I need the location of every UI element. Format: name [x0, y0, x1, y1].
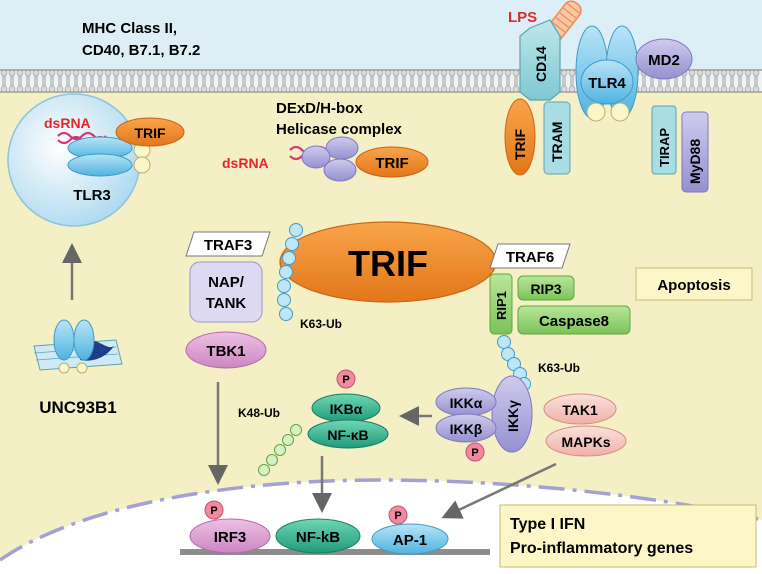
md2-protein	[635, 38, 693, 80]
k48-label: K48-Ub	[238, 406, 280, 420]
tak1-protein	[543, 393, 617, 425]
phospho-ikkb	[465, 442, 485, 462]
trif-central-label: TRIF	[348, 243, 428, 284]
gene-output-line1: Type I IFN	[510, 516, 585, 533]
traf3-label: TRAF3	[204, 237, 252, 254]
trif-helicase	[355, 146, 429, 178]
phospho-ap1	[388, 505, 408, 525]
tlr4-protein	[580, 59, 634, 105]
ikkb-label: IKKβ	[450, 421, 483, 437]
nfkb-cyto-protein	[307, 419, 389, 449]
gene-output-line2: Pro-inflammatory genes	[510, 540, 693, 557]
rip1-label: RIP1	[494, 291, 509, 320]
ikk-complex: IKKγ IKKα IKKβ P TAK1 MAPKs	[435, 375, 627, 462]
unc93b1-complex: UNC93B1	[33, 243, 123, 417]
apoptosis-label: Apoptosis	[657, 277, 730, 294]
rip1-protein	[489, 273, 513, 335]
trif-endosome-label: TRIF	[134, 125, 166, 141]
tlr4-complex: LPS CD14 TLR4 MD2 TRIF TRAM TIRAP MyD88	[504, 0, 709, 193]
ap1-protein	[371, 523, 449, 555]
nap-tank-protein	[189, 261, 263, 323]
phospho-irf3-label: P	[210, 505, 217, 517]
apoptosis-box	[635, 267, 753, 301]
ikka-label: IKKα	[450, 395, 483, 411]
irf3-label: IRF3	[214, 529, 247, 546]
nuclear-envelope	[0, 478, 762, 562]
nfkb-nuclear-protein	[275, 518, 361, 554]
unc93b1-label: UNC93B1	[39, 398, 116, 417]
nap-tank-label-line2: TANK	[206, 295, 247, 312]
traf6-protein	[489, 243, 571, 269]
dsrna-helicase-label: dsRNA	[222, 155, 269, 171]
tram-protein	[543, 101, 571, 175]
phospho-ikba-label: P	[342, 374, 349, 386]
phospho-ap1-label: P	[394, 510, 401, 522]
caspase8-label: Caspase8	[539, 313, 609, 330]
membrane-ligands-line1: MHC Class II,	[82, 20, 177, 37]
caspase8-protein	[517, 305, 631, 335]
tak1-label: TAK1	[562, 402, 598, 418]
trif-endosome	[115, 117, 185, 147]
rip3-protein	[517, 275, 575, 301]
traf6-label: TRAF6	[506, 249, 554, 266]
rip3-label: RIP3	[530, 281, 561, 297]
ikb-nfkb-complex: P IKBα NF-κB K48-Ub	[238, 369, 389, 476]
k63-left-label: K63-Ub	[300, 317, 342, 331]
cd14-protein	[519, 19, 561, 101]
tram-label: TRAM	[549, 122, 565, 162]
trif-helicase-label: TRIF	[375, 155, 408, 172]
myd88-label: MyD88	[687, 139, 703, 184]
ikkb-protein	[435, 413, 497, 443]
membrane-ligands-line2: CD40, B7.1, B7.2	[82, 42, 200, 59]
k48-ubiquitin-chain	[258, 424, 302, 476]
helicase-title-line1: DExD/H-box	[276, 100, 363, 117]
tbk1-label: TBK1	[206, 343, 245, 360]
ikba-label: IKBα	[330, 401, 363, 417]
arrow-mapks-to-ap1	[441, 462, 557, 519]
ap1-label: AP-1	[393, 532, 427, 549]
tirap-protein	[651, 105, 677, 175]
mapks-label: MAPKs	[561, 434, 610, 450]
gene-output-box	[499, 504, 757, 568]
helicase-title-line2: Helicase complex	[276, 121, 403, 138]
nfkb-nuclear-label: NF-kB	[296, 529, 340, 546]
nfkb-cyto-label: NF-κB	[327, 427, 368, 443]
k63-ubiquitin-chain-right	[497, 335, 531, 391]
lps-label: LPS	[508, 9, 537, 26]
ikkg-protein	[491, 375, 533, 453]
phospho-irf3	[204, 500, 224, 520]
trif-adaptor-tlr4	[504, 98, 536, 176]
trif-adaptor-label: TRIF	[512, 128, 528, 160]
irf3-protein	[189, 518, 271, 554]
k63-right-label: K63-Ub	[538, 361, 580, 375]
cd14-label: CD14	[533, 46, 549, 82]
tbk1-protein	[185, 331, 267, 369]
tlr4-label: TLR4	[588, 75, 626, 92]
dsrna-endosome-label: dsRNA	[44, 115, 91, 131]
tlr3-label: TLR3	[73, 187, 111, 204]
helicase-complex: DExD/H-box Helicase complex TRIF dsRNA	[222, 100, 429, 182]
ikkg-label: IKKγ	[505, 400, 521, 432]
phospho-ikba	[336, 369, 356, 389]
mapks-protein	[545, 425, 627, 457]
traf3-protein	[185, 231, 271, 257]
md2-label: MD2	[648, 52, 680, 69]
myd88-protein	[681, 111, 709, 193]
phospho-ikkb-label: P	[471, 447, 478, 459]
endosome: TRIF dsRNA TLR3	[7, 93, 185, 227]
tirap-label: TIRAP	[657, 128, 672, 167]
nap-tank-label-line1: NAP/	[208, 274, 245, 291]
plasma-membrane	[0, 69, 762, 93]
k63-ubiquitin-chain-left	[277, 223, 303, 321]
